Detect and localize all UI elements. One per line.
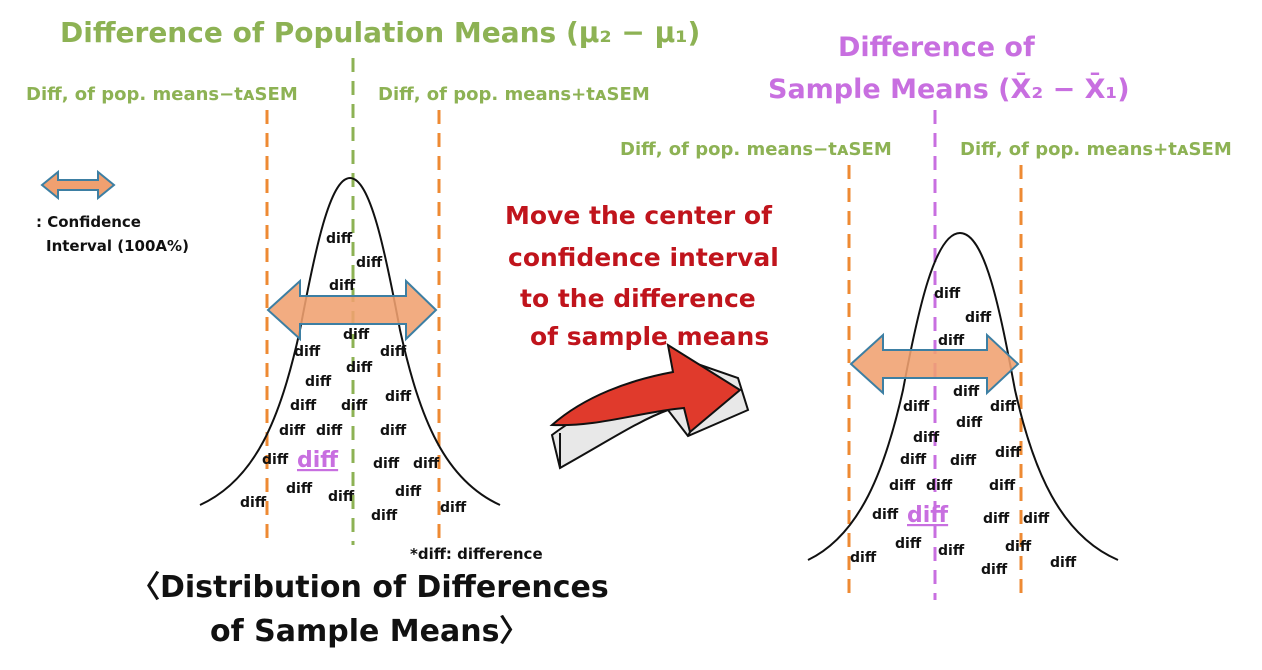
move-text-line2: confidence interval — [508, 243, 779, 272]
legend-text-line2: Interval (100A%) — [46, 237, 189, 255]
diff-label: diff — [262, 452, 289, 468]
diff-label: diff — [965, 310, 992, 326]
diff-label: diff — [989, 478, 1016, 494]
legend-text-line1: : Confidence — [36, 213, 141, 231]
left-confidence-interval-arrow — [266, 278, 438, 342]
diff-label: diff — [981, 562, 1008, 578]
right-bell-curve — [807, 231, 1119, 561]
diff-label: diff — [938, 543, 965, 559]
diff-label: diff — [872, 507, 899, 523]
diff-label: diff — [934, 286, 961, 302]
diff-label: diff — [889, 478, 916, 494]
move-text-line3: to the difference — [520, 284, 756, 313]
diff-label: diff — [279, 423, 306, 439]
diff-label: diff — [1050, 555, 1077, 571]
diff-label: diff — [903, 399, 930, 415]
left-title: Difference of Population Means (μ₂ − μ₁) — [60, 16, 700, 49]
diff-label: diff — [956, 415, 983, 431]
diff-label: diff — [895, 536, 922, 552]
diff-label: diff — [305, 374, 332, 390]
diff-label: diff — [373, 456, 400, 472]
footnote: *diff: difference — [410, 545, 543, 563]
diff-label: diff — [294, 344, 321, 360]
diff-label: diff — [286, 481, 313, 497]
diff-label: diff — [900, 452, 927, 468]
diff-label: diff — [343, 327, 370, 343]
diff-label: diff — [1005, 539, 1032, 555]
diff-label: diff — [995, 445, 1022, 461]
diff-label: diff — [341, 398, 368, 414]
diff-label: diff — [950, 453, 977, 469]
diff-label: diff — [413, 456, 440, 472]
right-title-line1: Difference of — [838, 32, 1035, 63]
move-arrow-icon — [549, 342, 750, 470]
diff-label: diff — [395, 484, 422, 500]
diff-label: diff — [938, 333, 965, 349]
move-text-line4: of sample means — [530, 322, 769, 351]
right-title-line2: Sample Means (X̄₂ − X̄₁) — [768, 72, 1130, 105]
diff-label: diff — [240, 495, 267, 511]
left-diff-labels: diff diff diff diff diff diff diff diff … — [240, 231, 467, 524]
diff-label: diff — [356, 255, 383, 271]
diff-label: diff — [990, 399, 1017, 415]
diff-label: diff — [329, 278, 356, 294]
move-text-line1: Move the center of — [505, 201, 773, 230]
caption-line1: 〈Distribution of Differences — [130, 570, 609, 605]
right-highlight-diff: diff — [907, 503, 949, 528]
diff-label: diff — [316, 423, 343, 439]
diff-label: diff — [326, 231, 353, 247]
left-lower-bound-label: Diff, of pop. means−tᴀSEM — [26, 84, 298, 105]
legend-arrow-icon — [40, 169, 116, 201]
diff-label: diff — [290, 398, 317, 414]
diff-label: diff — [850, 550, 877, 566]
left-upper-bound-label: Diff, of pop. means+tᴀSEM — [378, 84, 650, 105]
diff-label: diff — [440, 500, 467, 516]
diff-label: diff — [926, 478, 953, 494]
right-confidence-interval-arrow — [849, 332, 1020, 396]
right-diff-labels: diff diff diff diff diff diff diff diff … — [850, 286, 1077, 578]
diff-label: diff — [380, 423, 407, 439]
diff-label: diff — [953, 384, 980, 400]
diff-label: diff — [346, 360, 373, 376]
right-upper-bound-label: Diff, of pop. means+tᴀSEM — [960, 139, 1232, 160]
diff-label: diff — [983, 511, 1010, 527]
caption-line2: of Sample Means〉 — [210, 614, 529, 649]
diff-label: diff — [385, 389, 412, 405]
diff-label: diff — [371, 508, 398, 524]
diff-label: diff — [1023, 511, 1050, 527]
diff-label: diff — [913, 430, 940, 446]
left-bell-curve — [199, 176, 501, 506]
left-highlight-diff: diff — [297, 448, 339, 473]
diff-label: diff — [380, 344, 407, 360]
right-lower-bound-label: Diff, of pop. means−tᴀSEM — [620, 139, 892, 160]
diff-label: diff — [328, 489, 355, 505]
